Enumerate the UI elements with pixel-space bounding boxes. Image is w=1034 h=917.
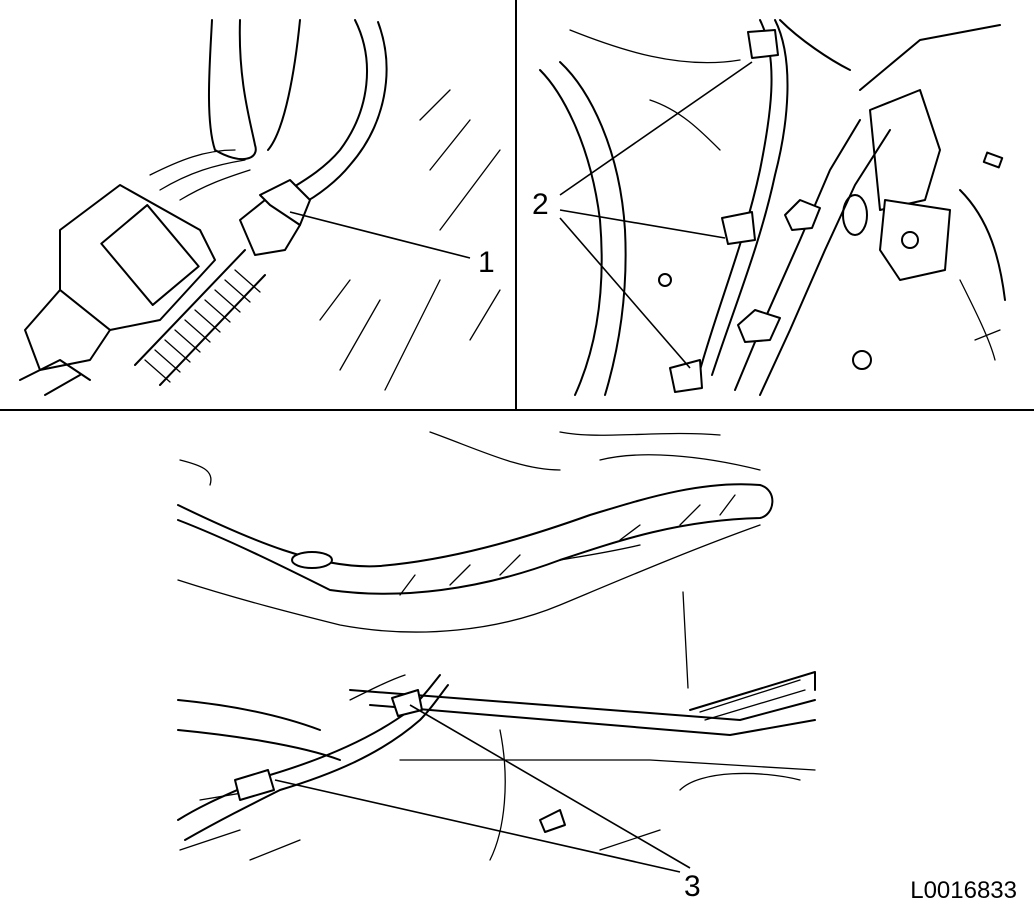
callout-1: 1: [478, 246, 495, 279]
corrugated-conduit: [134, 249, 266, 386]
panel-clip-routing: 2: [532, 19, 1006, 396]
panel-dividers: [0, 0, 1034, 411]
callout-3: 3: [684, 870, 701, 903]
panel-underbody-routing: 3: [177, 431, 816, 903]
figure-reference-code: L0016833: [910, 877, 1017, 904]
callout-2: 2: [532, 188, 549, 221]
panel-connector-detail: 1: [19, 19, 501, 396]
